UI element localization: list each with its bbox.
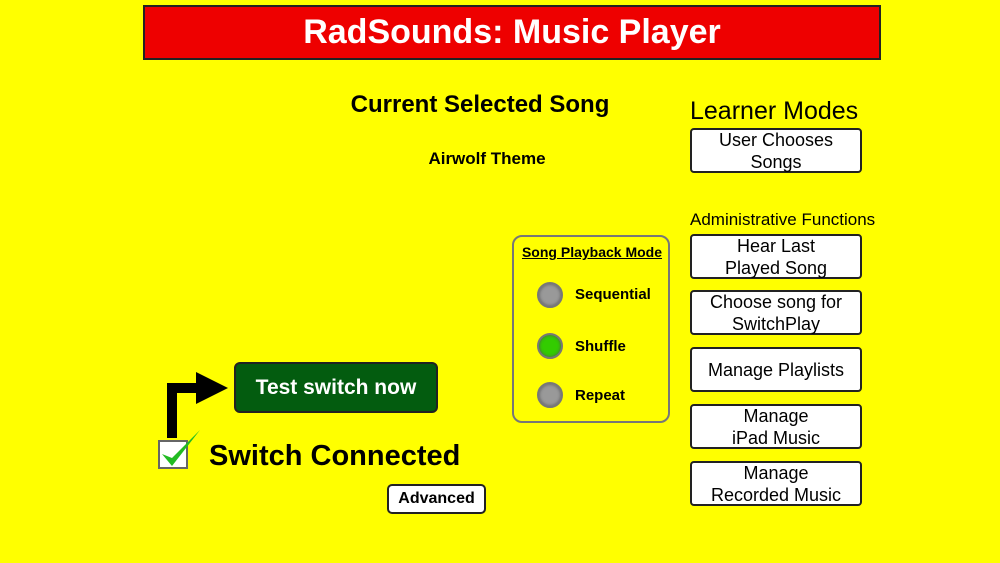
choose-switchplay-song-button[interactable]: Choose song for SwitchPlay	[690, 290, 862, 335]
arrow-icon	[167, 372, 228, 438]
current-song-heading: Current Selected Song	[350, 91, 610, 118]
current-song-name: Airwolf Theme	[428, 149, 546, 168]
switch-status: Switch Connected	[209, 440, 461, 472]
radio-label-shuffle: Shuffle	[575, 338, 626, 355]
manage-recorded-music-button[interactable]: Manage Recorded Music	[690, 461, 862, 506]
radio-sequential[interactable]	[537, 282, 563, 308]
playback-mode-title: Song Playback Mode	[521, 244, 663, 260]
radio-repeat[interactable]	[537, 382, 563, 408]
admin-functions-heading: Administrative Functions	[690, 210, 876, 229]
radio-label-sequential: Sequential	[575, 286, 651, 303]
test-switch-button[interactable]: Test switch now	[234, 362, 438, 413]
playback-mode-panel	[512, 235, 670, 423]
hear-last-played-button[interactable]: Hear Last Played Song	[690, 234, 862, 279]
manage-ipad-music-button[interactable]: Manage iPad Music	[690, 404, 862, 449]
app-title: RadSounds: Music Player	[143, 5, 881, 60]
radio-shuffle[interactable]	[537, 333, 563, 359]
user-chooses-songs-button[interactable]: User Chooses Songs	[690, 128, 862, 173]
learner-modes-heading: Learner Modes	[690, 97, 859, 125]
checkmark-icon[interactable]	[156, 426, 206, 470]
radio-label-repeat: Repeat	[575, 387, 626, 404]
manage-playlists-button[interactable]: Manage Playlists	[690, 347, 862, 392]
advanced-button[interactable]: Advanced	[387, 484, 486, 514]
